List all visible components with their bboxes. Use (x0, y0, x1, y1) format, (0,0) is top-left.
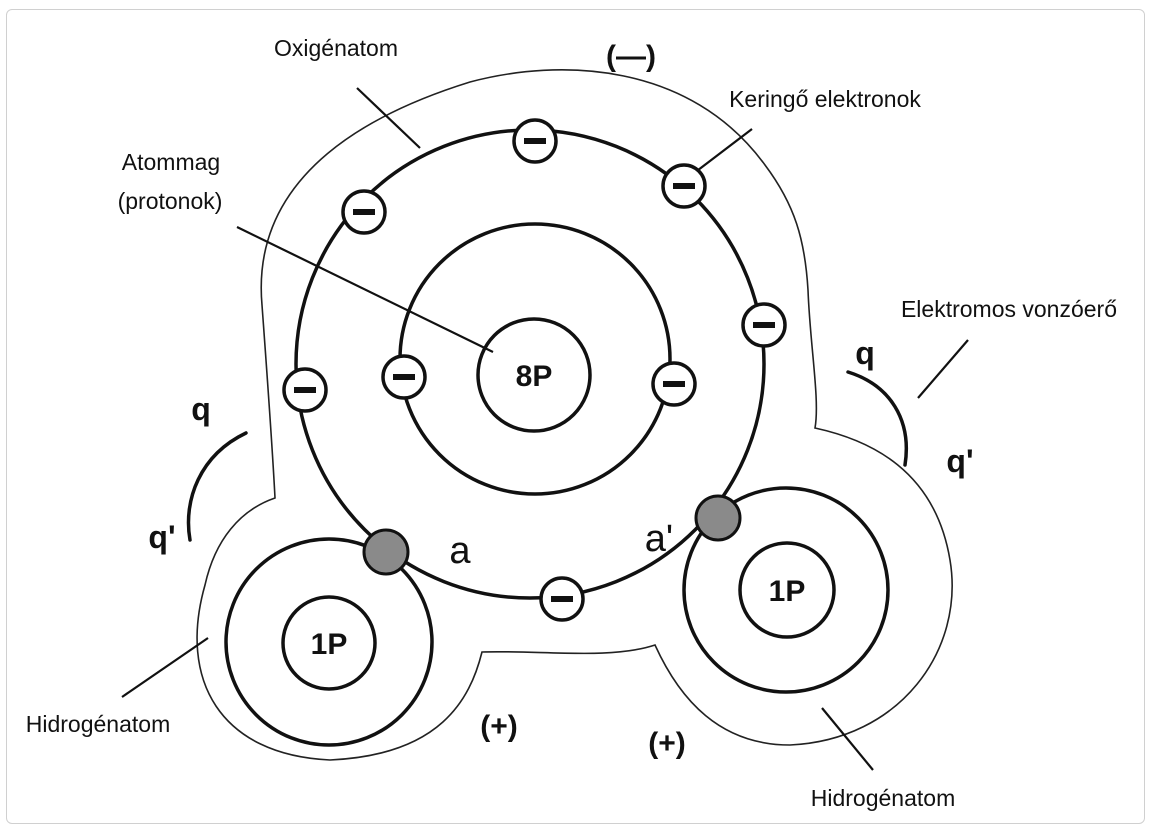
hydrogen-atom-left-label: Hidrogénatom (26, 711, 170, 737)
shared-electron-left (362, 528, 410, 576)
negative-charge-label: (—) (606, 40, 656, 73)
oxygen-nucleus-label: 8P (516, 360, 553, 393)
oxygen-nucleus (476, 317, 592, 433)
orbiting-electrons-label: Keringő elektronok (729, 86, 921, 112)
electron (539, 576, 585, 622)
hydrogen-right-nucleus-label: 1P (769, 575, 806, 608)
electric-attraction-leader (917, 339, 969, 399)
hydrogen-right-leader (821, 707, 874, 771)
diagram-frame (6, 9, 1145, 824)
electron (661, 163, 707, 209)
q-prime-label-left: q' (148, 519, 175, 555)
electric-attraction-label: Elektromos vonzóerő (901, 296, 1117, 322)
hydrogen-left-nucleus (281, 595, 377, 691)
electron (512, 118, 558, 164)
bond-label-left: a (449, 530, 471, 572)
q-label-right: q (855, 335, 875, 371)
positive-charge-left-label: (+) (480, 710, 518, 743)
hydrogen-left-nucleus-label: 1P (311, 628, 348, 661)
shared-electron-right (694, 494, 742, 542)
nucleus-leader (236, 226, 494, 353)
nucleus-label-line1: Atommag (122, 149, 220, 175)
hydrogen-left-leader (121, 637, 209, 698)
hydrogen-left-shell (224, 537, 434, 747)
oxygen-inner-shell (398, 222, 672, 496)
attraction-arc-left (186, 431, 248, 542)
hydrogen-atom-right-label: Hidrogénatom (811, 785, 955, 811)
molecule-outline (196, 69, 953, 761)
oxygen-atom-label: Oxigénatom (274, 35, 398, 61)
bond-label-right: a' (645, 518, 673, 560)
electron (282, 367, 328, 413)
positive-charge-right-label: (+) (648, 727, 686, 760)
nucleus-label-line2: (protonok) (118, 188, 223, 214)
attraction-arc-right (846, 370, 908, 467)
q-prime-label-right: q' (946, 443, 973, 479)
hydrogen-right-nucleus (738, 541, 836, 639)
oxygen-atom-leader (356, 87, 421, 149)
electron (741, 302, 787, 348)
electron (341, 189, 387, 235)
electron (651, 361, 697, 407)
electron (381, 354, 427, 400)
hydrogen-right-shell (682, 486, 890, 694)
q-label-left: q (191, 391, 211, 427)
